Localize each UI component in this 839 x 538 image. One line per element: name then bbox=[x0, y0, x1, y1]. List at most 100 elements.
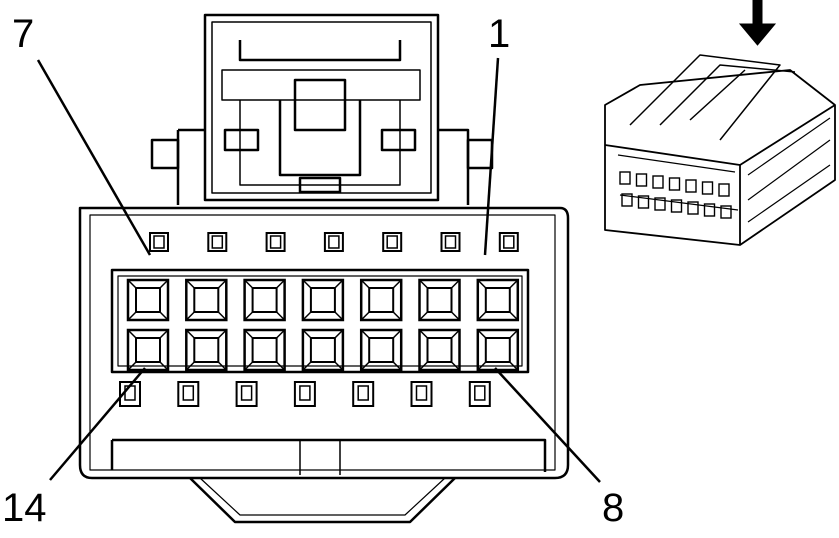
iso-pin-cavity bbox=[703, 203, 716, 217]
iso-pin-cavity bbox=[637, 195, 650, 209]
pin-bevel bbox=[334, 361, 344, 371]
pin-bevel bbox=[159, 279, 169, 289]
pin-bevel bbox=[244, 279, 254, 289]
pin-bevel bbox=[276, 361, 286, 371]
pin-bevel bbox=[276, 279, 286, 289]
pin-bevel bbox=[185, 361, 195, 371]
pin-bevel bbox=[185, 279, 195, 289]
latch-window-inner bbox=[444, 235, 457, 249]
pin-bevel bbox=[302, 311, 312, 321]
pin-contact-7 bbox=[135, 287, 161, 313]
pin-contact-1 bbox=[484, 287, 511, 313]
pin-bevel bbox=[127, 361, 137, 371]
pin-contact-2 bbox=[426, 287, 453, 313]
iso-pin-cavity bbox=[685, 179, 697, 193]
lock-window-inner bbox=[474, 385, 486, 401]
pin-bevel bbox=[217, 279, 227, 289]
iso-pin-cavity bbox=[670, 199, 683, 213]
lock-window bbox=[177, 381, 200, 407]
connector-isometric-view bbox=[604, 54, 836, 246]
pin-bevel bbox=[159, 361, 169, 371]
pin-bevel bbox=[127, 279, 137, 289]
pin-bevel bbox=[418, 311, 429, 321]
leader-line-1 bbox=[483, 57, 500, 256]
pin-cavity-13 bbox=[185, 328, 228, 372]
pin-bevel bbox=[334, 329, 344, 339]
pin-cavity-7 bbox=[126, 278, 170, 322]
latch-window bbox=[149, 232, 169, 252]
pin-bevel bbox=[185, 329, 195, 339]
pin-cavity-9 bbox=[418, 328, 461, 372]
iso-pin-cavity bbox=[718, 183, 730, 197]
latch-window bbox=[498, 232, 519, 252]
pin-bevel bbox=[217, 329, 227, 339]
pin-label-14-text: 14 bbox=[2, 486, 47, 530]
pin-bevel bbox=[244, 311, 254, 321]
iso-pin-cavity bbox=[652, 175, 664, 189]
iso-pin-cavity bbox=[668, 177, 681, 191]
insertion-arrow-icon bbox=[738, 0, 777, 46]
iso-pin-cavity bbox=[654, 197, 666, 211]
pin-bevel bbox=[392, 311, 402, 321]
pin-bevel bbox=[450, 279, 461, 289]
pin-bevel bbox=[477, 279, 487, 289]
pin-bevel bbox=[392, 361, 402, 371]
pin-bevel bbox=[477, 311, 487, 321]
pin-bevel bbox=[276, 311, 286, 321]
pin-cavity-11 bbox=[301, 328, 345, 372]
latch-window-inner bbox=[153, 235, 165, 249]
iso-pin-cavity bbox=[621, 193, 633, 207]
lock-window-inner bbox=[240, 385, 253, 401]
pin-cavity-1 bbox=[476, 278, 520, 322]
pin-bevel bbox=[217, 361, 227, 371]
lock-window bbox=[119, 381, 141, 407]
pin-cavity-10 bbox=[359, 328, 403, 372]
pin-bevel bbox=[302, 329, 312, 339]
leader-line-7 bbox=[36, 59, 152, 256]
pin-label-7: 7 bbox=[12, 14, 34, 54]
pin-contact-4 bbox=[309, 287, 336, 313]
pin-bevel bbox=[185, 311, 195, 321]
pin-label-7-text: 7 bbox=[12, 12, 35, 56]
pin-bevel bbox=[302, 361, 312, 371]
pin-contact-12 bbox=[251, 337, 278, 363]
pin-bevel bbox=[450, 361, 461, 371]
pin-cavity-2 bbox=[418, 278, 461, 322]
pin-contact-5 bbox=[251, 287, 278, 313]
latch-window bbox=[382, 232, 403, 252]
lock-window bbox=[410, 381, 433, 407]
pin-bevel bbox=[418, 329, 429, 339]
pin-bevel bbox=[360, 361, 370, 371]
pin-contact-6 bbox=[193, 287, 220, 313]
lock-window bbox=[468, 381, 491, 407]
pin-bevel bbox=[450, 329, 461, 339]
pin-contact-10 bbox=[368, 337, 395, 363]
pin-bevel bbox=[360, 311, 370, 321]
latch-window bbox=[207, 232, 228, 252]
pin-label-8-text: 8 bbox=[602, 486, 625, 530]
pin-bevel bbox=[159, 329, 169, 339]
iso-pin-cavity bbox=[687, 201, 699, 215]
pin-contact-3 bbox=[368, 287, 395, 313]
pin-bevel bbox=[334, 311, 344, 321]
lock-window-inner bbox=[357, 385, 369, 401]
leader-line-14 bbox=[49, 367, 146, 481]
pin-bevel bbox=[276, 329, 286, 339]
pin-cavity-12 bbox=[243, 328, 286, 372]
lock-window-inner bbox=[182, 385, 195, 401]
pin-cavity-5 bbox=[243, 278, 286, 322]
pin-bevel bbox=[509, 311, 519, 321]
pin-bevel bbox=[217, 311, 227, 321]
latch-window bbox=[265, 232, 286, 252]
pin-label-1-text: 1 bbox=[488, 12, 511, 56]
pin-bevel bbox=[127, 311, 137, 321]
pin-contact-14 bbox=[135, 337, 161, 363]
pin-cavity-block bbox=[110, 268, 530, 374]
pin-bevel bbox=[418, 279, 429, 289]
pin-contact-8 bbox=[484, 337, 511, 363]
pin-bevel bbox=[159, 311, 169, 321]
pin-bevel bbox=[450, 311, 461, 321]
iso-pin-cavity bbox=[619, 171, 631, 185]
pin-bevel bbox=[360, 279, 370, 289]
pin-contact-11 bbox=[309, 337, 336, 363]
